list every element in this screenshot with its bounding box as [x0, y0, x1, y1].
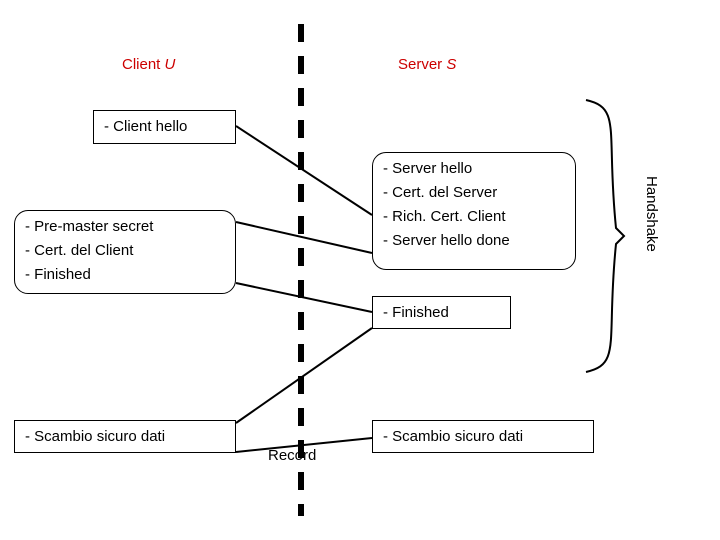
- handshake-label: Handshake: [643, 176, 660, 252]
- server-title: Server S: [398, 56, 456, 73]
- arrow-server-hello: [235, 221, 373, 254]
- handshake-brace: [585, 99, 626, 373]
- arrow-client-keyexchange: [235, 282, 373, 313]
- box-server-finished: - Finished: [372, 296, 511, 329]
- box-server-secure-data: - Scambio sicuro dati: [372, 420, 594, 453]
- record-label: Record: [268, 447, 317, 464]
- arrow-client-hello: [235, 125, 373, 216]
- client-title-text: Client: [122, 56, 165, 73]
- arrow-server-finished: [235, 327, 373, 424]
- box-server-hello: - Server hello - Cert. del Server - Rich…: [372, 152, 576, 270]
- client-title: Client U: [122, 56, 175, 73]
- server-title-symbol: S: [446, 56, 457, 73]
- box-client-secure-data: - Scambio sicuro dati: [14, 420, 236, 453]
- server-title-text: Server: [398, 56, 447, 73]
- client-title-symbol: U: [164, 56, 176, 73]
- box-client-hello: - Client hello: [93, 110, 236, 144]
- box-client-keyexchange: - Pre-master secret - Cert. del Client -…: [14, 210, 236, 294]
